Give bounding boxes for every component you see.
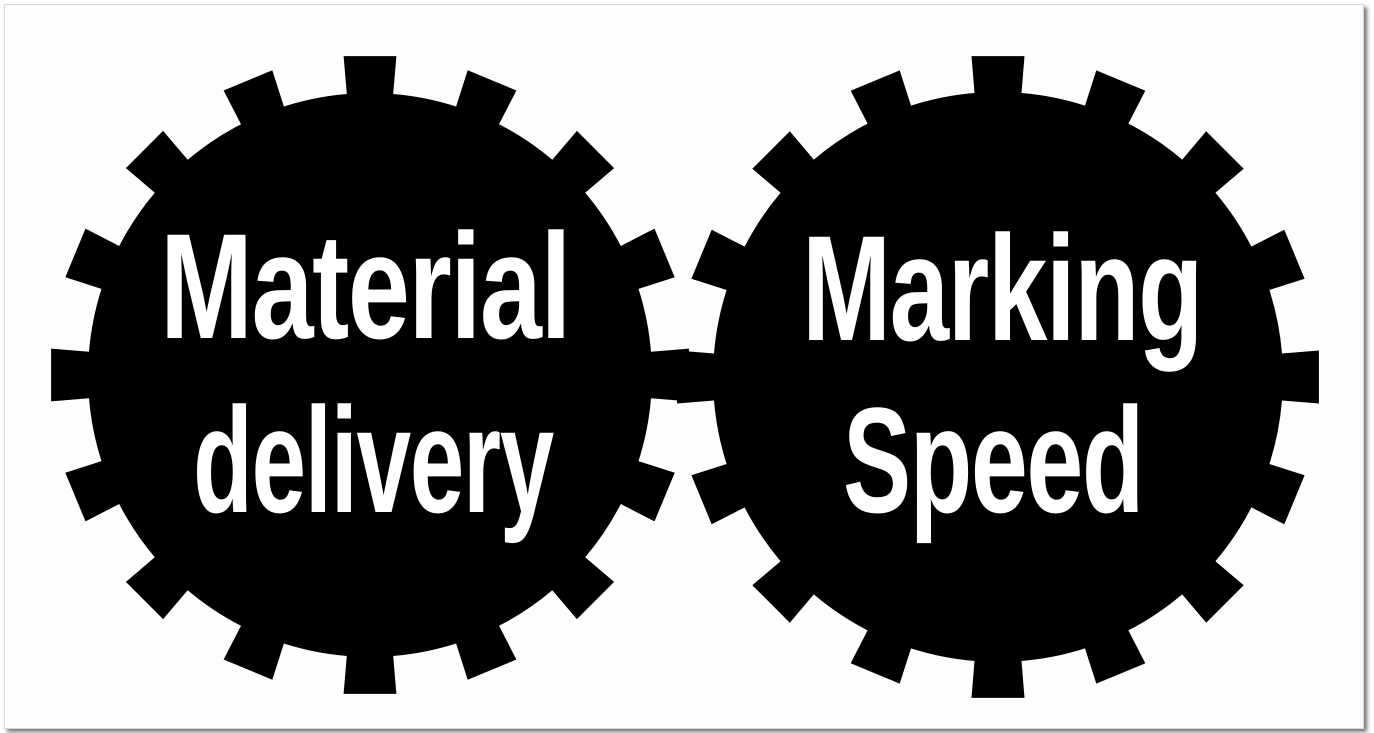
gear-left-line-1: Material	[160, 202, 570, 370]
gear-left-line-2: delivery	[193, 376, 554, 544]
gear-card: Material delivery Marking Speed	[4, 4, 1364, 729]
gears-illustration: Material delivery Marking Speed	[51, 56, 1319, 698]
gear-marking-speed: Marking Speed	[677, 56, 1319, 698]
gear-right-shape	[677, 56, 1319, 698]
gear-right-line-1: Marking	[802, 204, 1202, 372]
gear-material-delivery: Material delivery	[51, 56, 689, 694]
gear-left-shape	[51, 56, 689, 694]
gear-right-line-2: Speed	[843, 376, 1143, 544]
